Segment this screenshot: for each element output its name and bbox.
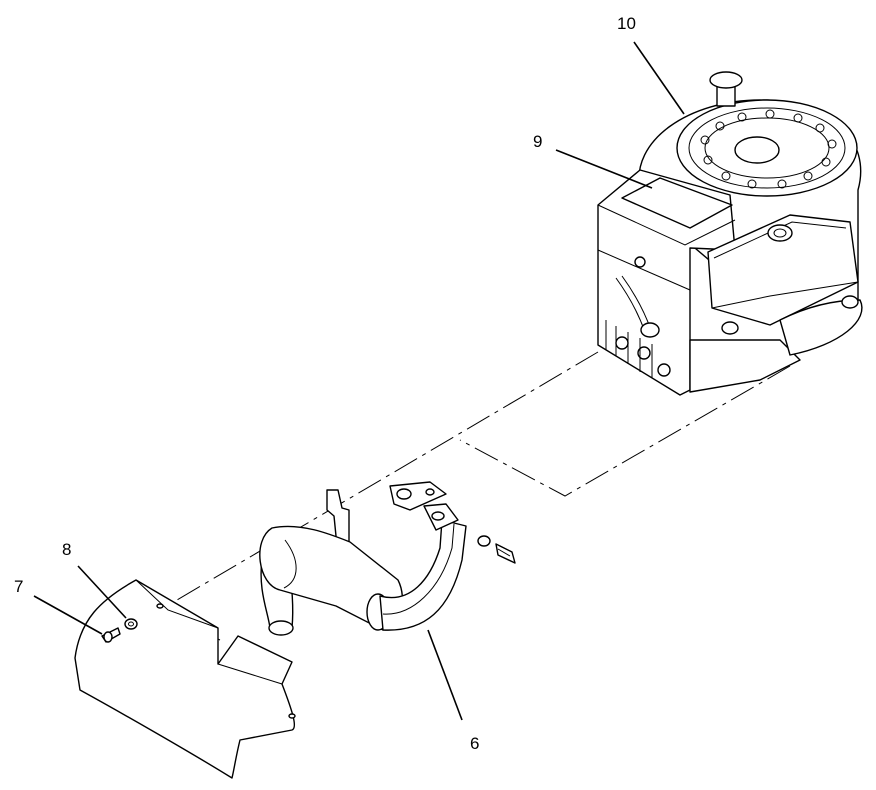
callout-7: 7 (14, 577, 24, 596)
muffler-assembly (259, 489, 467, 636)
engine-knob (709, 71, 743, 107)
callout-9: 9 (533, 132, 543, 151)
callout-10: 10 (617, 14, 636, 33)
valve-cover (707, 214, 859, 326)
engine-assembly (597, 71, 863, 396)
lock-washer (124, 618, 138, 630)
flywheel-cover (676, 99, 858, 197)
exhaust-bolt (477, 535, 516, 564)
leader-10 (633, 41, 685, 115)
muffler-heat-shield (74, 579, 296, 779)
callout-8: 8 (62, 540, 72, 559)
shield-screw (101, 627, 121, 643)
leader-8 (77, 565, 127, 619)
leader-lines (33, 41, 685, 721)
exhaust-pipe (379, 519, 467, 631)
leader-6 (427, 629, 463, 721)
leader-9 (555, 149, 653, 189)
callout-6: 6 (470, 734, 480, 753)
leader-7 (33, 595, 103, 635)
flywheel-holes (700, 109, 837, 189)
engine-label-plate (621, 177, 733, 229)
exhaust-gasket (389, 481, 447, 511)
